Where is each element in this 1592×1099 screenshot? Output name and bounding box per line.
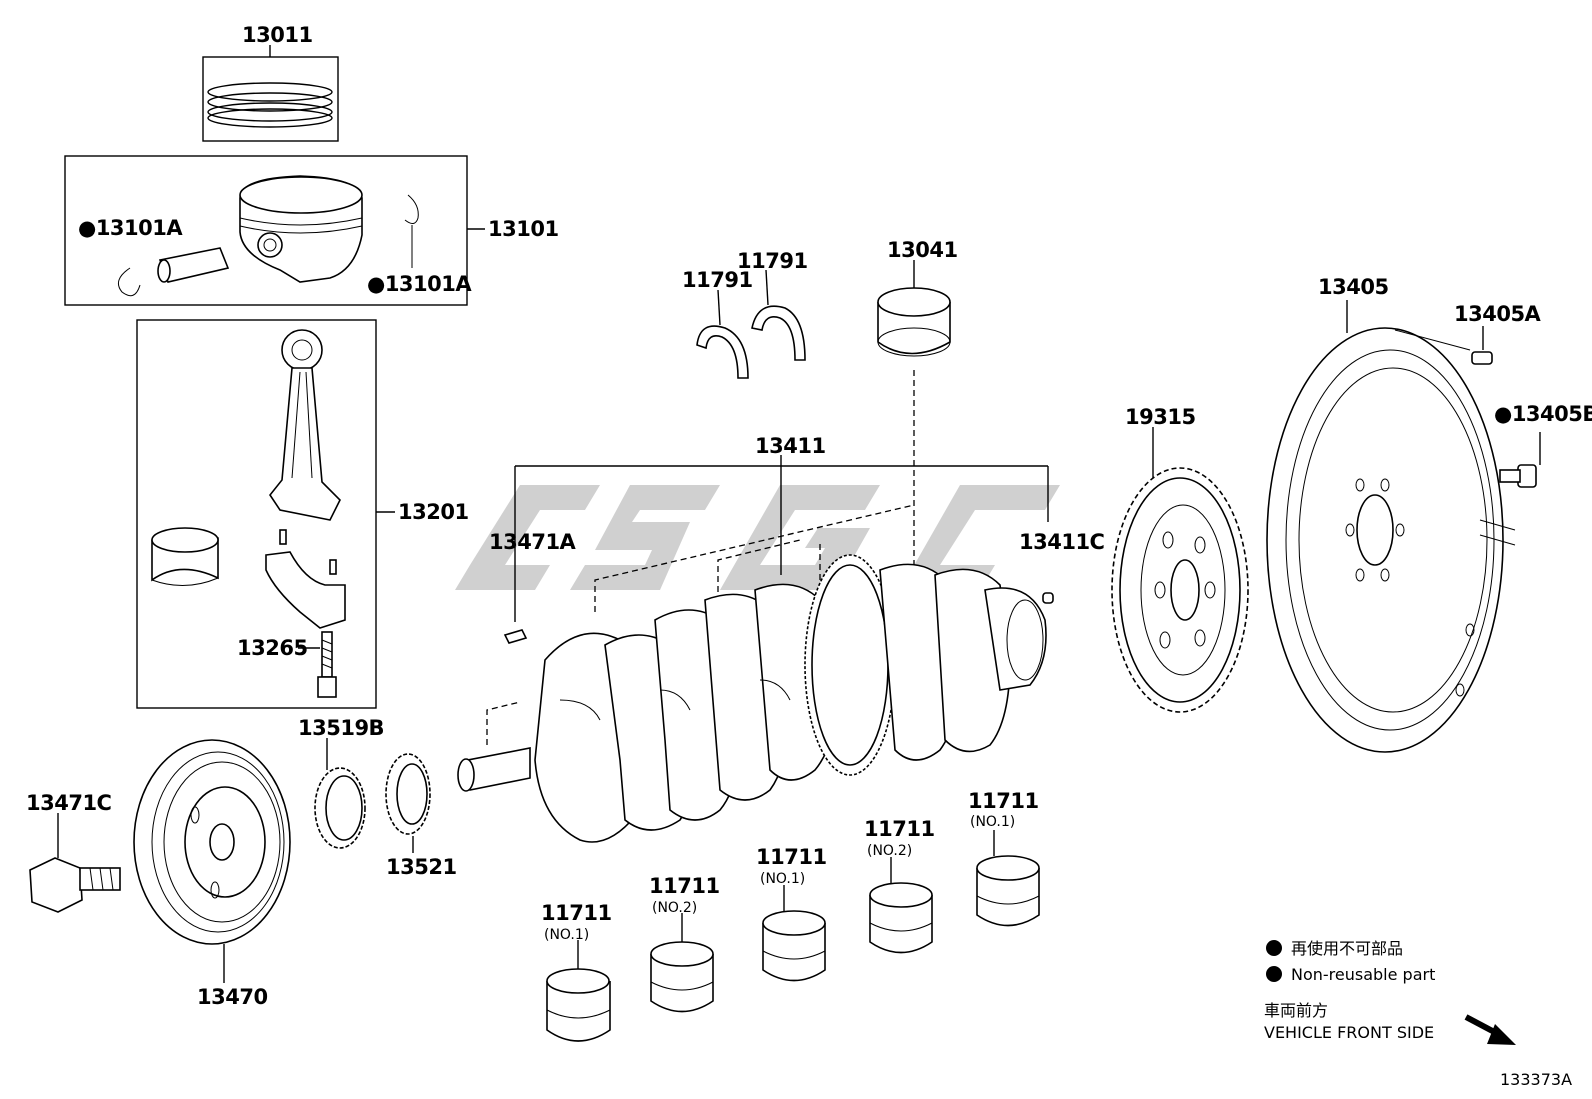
part-number-13471C: 13471C <box>26 791 112 815</box>
part-number-11711-a: 11711 <box>541 901 612 925</box>
part-number-13265: 13265 <box>237 636 308 660</box>
part-number-13011: 13011 <box>242 23 313 47</box>
part-number-11711-e: 11711 <box>968 789 1039 813</box>
flywheel-bolt[interactable] <box>1499 464 1537 488</box>
crankshaft-timing-gear[interactable] <box>385 753 431 835</box>
bearing-label-no1-c: (NO.1) <box>970 814 1015 830</box>
flywheel[interactable] <box>1266 327 1516 753</box>
legend-front-en: VEHICLE FRONT SIDE <box>1264 1023 1434 1042</box>
crankshaft-pulley[interactable] <box>133 739 291 945</box>
bearing-label-no1-a: (NO.1) <box>544 927 589 943</box>
crankshaft-key[interactable] <box>503 629 528 644</box>
crankshaft-pulley-bolt[interactable] <box>29 857 121 913</box>
diagram-id: 133373A <box>1500 1070 1572 1089</box>
thrust-washers[interactable] <box>696 305 806 379</box>
legend-front-jp: 車両前方 <box>1264 1001 1328 1020</box>
main-bearing-5[interactable] <box>976 855 1040 927</box>
part-number-11711-c: 11711 <box>756 845 827 869</box>
connecting-rod-bearing[interactable] <box>877 287 951 357</box>
crankshaft-timing-rotor[interactable] <box>1111 467 1249 713</box>
part-number-11711-d: 11711 <box>864 817 935 841</box>
crankshaft-sprocket-13519b[interactable] <box>314 767 366 849</box>
part-number-11711-b: 11711 <box>649 874 720 898</box>
main-bearing-4[interactable] <box>869 882 933 954</box>
legend-nonreusable-en: Non-reusable part <box>1291 965 1435 984</box>
crankshaft[interactable] <box>457 455 1049 843</box>
part-number-13405: 13405 <box>1318 275 1389 299</box>
part-number-13101: 13101 <box>488 217 559 241</box>
part-number-13519B: 13519B <box>298 716 384 740</box>
vehicle-front-arrow-icon <box>1464 1014 1516 1045</box>
main-bearing-1[interactable] <box>546 968 611 1042</box>
part-number-13101A-pin-clip: ●13101A <box>78 216 183 240</box>
bearing-label-no2-b: (NO.2) <box>867 843 912 859</box>
part-number-13411C: 13411C <box>1019 530 1105 554</box>
connecting-rod-assembly[interactable] <box>136 319 377 709</box>
part-number-13521: 13521 <box>386 855 457 879</box>
bullet-icon <box>1266 940 1282 956</box>
part-number-19315: 19315 <box>1125 405 1196 429</box>
part-number-13470: 13470 <box>197 985 268 1009</box>
part-number-13411: 13411 <box>755 434 826 458</box>
part-number-11791-left: 11791 <box>682 268 753 292</box>
part-number-13405B: ●13405B <box>1494 402 1592 426</box>
legend-nonreusable-jp: 再使用不可部品 <box>1291 939 1403 958</box>
piston-assembly[interactable] <box>64 155 468 306</box>
bearing-label-no2-a: (NO.2) <box>652 900 697 916</box>
crankshaft-pin[interactable] <box>1042 592 1054 604</box>
part-number-11791-right: 11791 <box>737 249 808 273</box>
part-number-13041: 13041 <box>887 238 958 262</box>
main-bearing-2[interactable] <box>650 941 714 1013</box>
flywheel-dowel-pin[interactable] <box>1471 351 1493 365</box>
part-number-13201: 13201 <box>398 500 469 524</box>
bullet-icon <box>1266 966 1282 982</box>
part-number-13471A: 13471A <box>489 530 577 554</box>
part-number-13405A: 13405A <box>1454 302 1542 326</box>
piston-ring-set[interactable] <box>202 56 339 142</box>
legend: 再使用不可部品 Non-reusable part 車両前方 VEHICLE F… <box>1264 939 1516 1045</box>
part-number-13101A-pin-clip-2: ●13101A <box>367 272 472 296</box>
main-bearing-3[interactable] <box>762 910 826 982</box>
bearing-label-no1-b: (NO.1) <box>760 871 805 887</box>
